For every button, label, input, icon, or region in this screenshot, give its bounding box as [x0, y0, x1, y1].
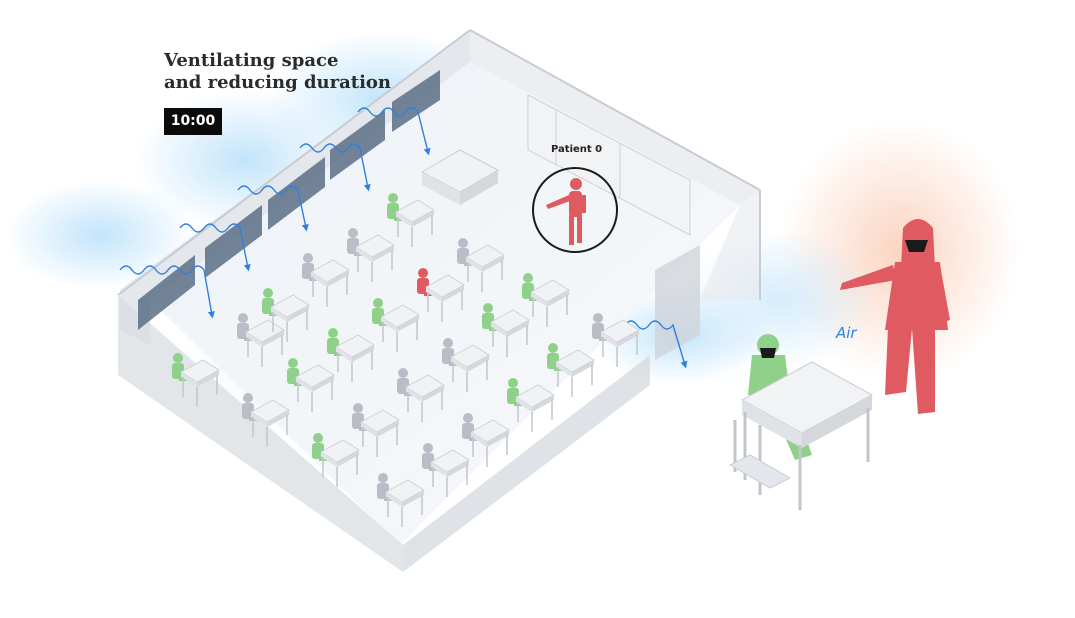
student-seat	[242, 393, 290, 447]
person-icon	[546, 178, 586, 245]
student-seat	[387, 193, 435, 247]
airflow-arrows	[119, 107, 688, 369]
student-seat	[352, 403, 400, 457]
student-seat	[327, 328, 375, 382]
whiteboard	[527, 94, 691, 236]
student-seat	[172, 353, 220, 407]
student-seat	[417, 268, 465, 322]
patient-zero	[532, 167, 618, 253]
infected-person-figure	[840, 219, 950, 414]
window-row	[138, 70, 440, 330]
window-icon	[138, 255, 195, 330]
front-left-wall	[118, 295, 403, 572]
airflow-arrow-icon	[357, 107, 431, 156]
student-seat	[507, 378, 555, 432]
face-mask-icon	[905, 240, 928, 252]
student-seat	[462, 413, 510, 467]
diagram-title: Ventilating space and reducing duration	[164, 50, 391, 94]
patient-highlight-ring	[532, 167, 618, 253]
door-panel	[655, 245, 700, 360]
window-icon	[205, 205, 262, 278]
airflow-arrow-icon	[624, 320, 688, 369]
student-seat	[482, 303, 530, 357]
student-seat	[522, 273, 570, 327]
student-seat	[457, 238, 505, 292]
student-seat	[237, 313, 285, 367]
front-right-wall	[403, 355, 650, 572]
teacher-desk	[420, 149, 500, 205]
right-wall	[700, 190, 760, 300]
student-seat	[422, 443, 470, 497]
student-seat	[547, 343, 595, 397]
airflow-arrow-icon	[119, 265, 215, 319]
face-mask-icon	[760, 348, 776, 358]
student-seat	[372, 298, 420, 352]
right-back-wall	[470, 30, 760, 205]
title-line-1: Ventilating space	[164, 50, 339, 71]
zoom-student-desk	[728, 334, 874, 510]
student-seat	[377, 473, 425, 527]
air-label: Air	[836, 324, 857, 342]
student-seat	[592, 313, 640, 367]
patient-zero-label: Patient 0	[551, 144, 603, 155]
airflow-arrow-icon	[299, 143, 371, 192]
student-grid	[172, 193, 640, 527]
student-seat	[312, 433, 360, 487]
window-icon	[268, 157, 325, 230]
student-seat	[287, 358, 335, 412]
elapsed-time-badge: 10:00	[164, 108, 222, 135]
title-line-2: and reducing duration	[164, 72, 392, 93]
window-icon	[392, 70, 440, 132]
student-seat	[302, 253, 350, 307]
student-seat	[347, 228, 395, 282]
student-seat	[397, 368, 445, 422]
airflow-arrow-icon	[237, 185, 309, 232]
student-seat	[262, 288, 310, 342]
airflow-arrow-icon	[179, 223, 251, 272]
student-seat	[442, 338, 490, 392]
